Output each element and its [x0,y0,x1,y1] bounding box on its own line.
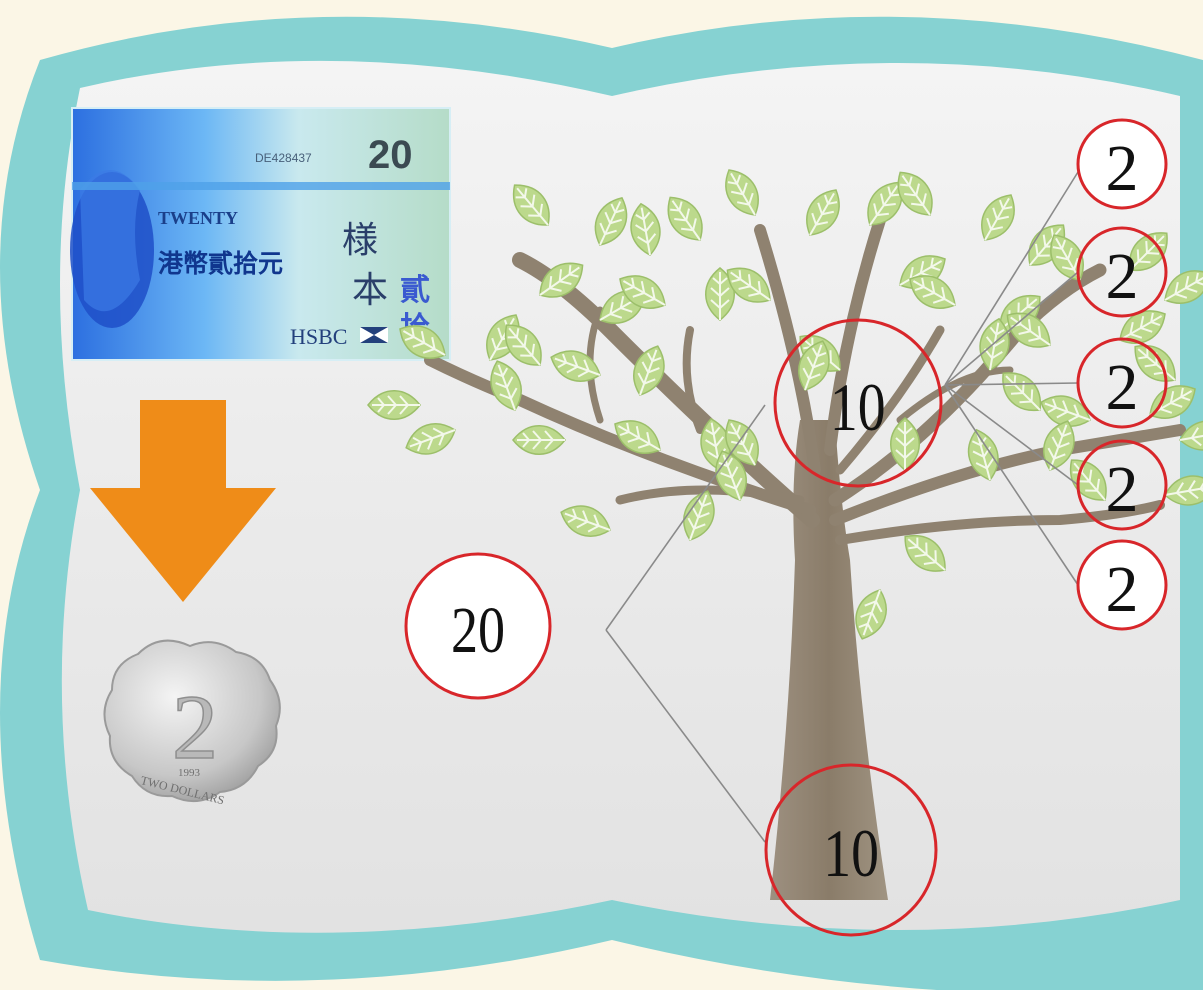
banknote-specimen-1: 様 [342,220,378,261]
number-circle-right-3-label: 2 [1106,351,1139,424]
number-circle-left-label: 20 [451,594,505,667]
tree-trunk [770,420,888,900]
banknote: DE428437 20 TWENTY 港幣貳拾元 様 本 貳 拾 HSBC [70,107,451,361]
number-circle-right-1-label: 2 [1106,132,1139,205]
number-circle-right-5: 2 [1076,539,1168,631]
number-circle-upper-label: 10 [830,371,886,445]
coin-value: 2 [172,676,218,778]
number-circle-left: 20 [404,552,552,700]
number-circle-lower-label: 10 [823,817,879,891]
down-arrow-icon [90,400,276,602]
number-circle-right-3: 2 [1076,337,1168,429]
banknote-chinese-amount: 港幣貳拾元 [158,249,283,278]
connector-lines [605,171,1079,843]
banknote-serial: DE428437 [255,151,312,165]
number-circle-right-2-label: 2 [1106,240,1139,313]
banknote-bank: HSBC [290,324,347,349]
number-circle-lower: 10 [764,763,938,937]
banknote-specimen-2: 本 [352,270,388,311]
hsbc-logo-icon [360,327,388,343]
lion-head-portrait [70,170,154,328]
number-circle-right-4: 2 [1076,439,1168,531]
banknote-value: 20 [368,133,413,177]
number-circle-upper: 10 [773,318,943,488]
coin: 2 1993 TWO DOLLARS [103,639,281,807]
coin-year: 1993 [178,767,201,779]
number-circle-right-5-label: 2 [1106,553,1139,626]
number-circle-right-1: 2 [1076,118,1168,210]
banknote-numeral-1: 貳 [400,273,430,308]
number-circle-right-2: 2 [1076,226,1168,318]
number-circle-right-4-label: 2 [1106,453,1139,526]
banknote-word: TWENTY [158,208,238,228]
